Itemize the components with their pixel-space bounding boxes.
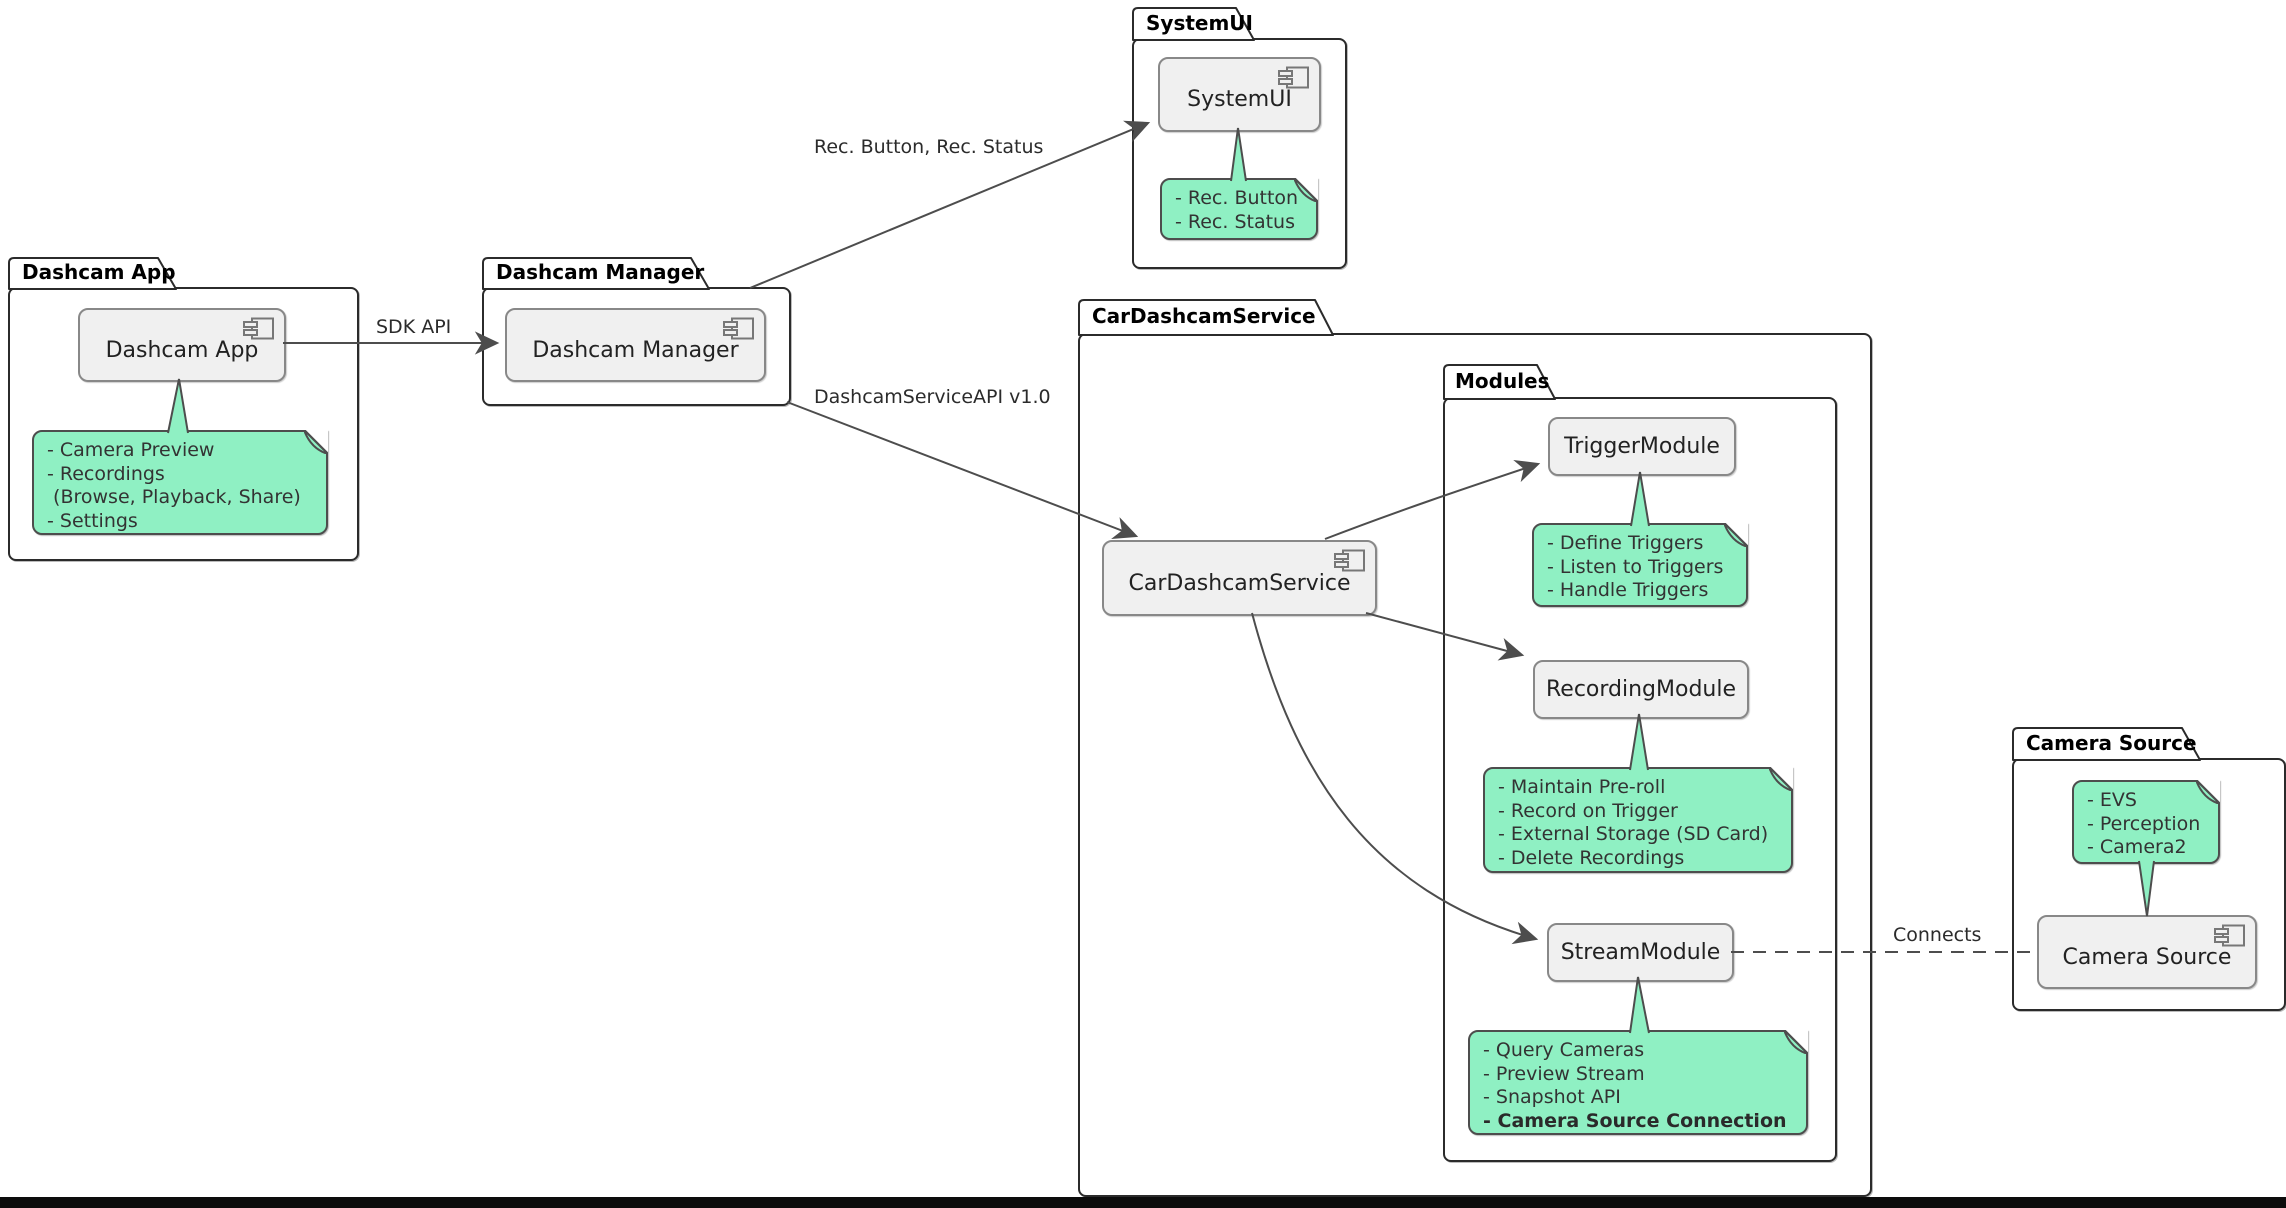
component-icon [1334,549,1365,572]
note-fold-icon [1769,767,1793,791]
note-line: - Camera2 [2087,836,2187,858]
note-line: - Define Triggers [1547,532,1704,554]
note-line: - Query Cameras [1483,1039,1645,1061]
note-line: - Settings [47,509,138,532]
note-fold-icon [304,430,328,454]
component-icon [1278,66,1309,89]
note-fold-icon [1784,1030,1808,1054]
component-icon [243,317,274,340]
package-modules-title: Modules [1455,369,1550,393]
component-triggermodule: TriggerModule [1548,417,1736,476]
component-dashcam-manager-label: Dashcam Manager [532,337,739,363]
note-triggermodule: - Define Triggers - Listen to Triggers -… [1532,523,1748,607]
note-line: - Handle Triggers [1547,579,1709,601]
component-systemui: SystemUI [1158,57,1321,132]
note-systemui: - Rec. Button - Rec. Status [1160,178,1318,240]
edge-label-rec-button-status: Rec. Button, Rec. Status [814,136,1044,158]
note-line-bold: - Camera Source Connection [1483,1109,1787,1132]
note-line: - Rec. Status [1175,210,1296,233]
component-recordingmodule-label: RecordingModule [1545,677,1737,702]
component-cardashcamservice-label: CarDashcamService [1128,570,1351,596]
note-line: - Delete Recordings [1498,846,1685,869]
note-line: - Rec. Button [1175,187,1299,209]
package-systemui-title: SystemUI [1146,11,1253,35]
note-streammodule: - Query Cameras - Preview Stream - Snaps… [1468,1030,1808,1135]
note-line: - EVS [2087,789,2137,811]
note-fold-icon [1724,523,1748,547]
bottom-bar [0,1197,2286,1208]
package-camera-source-title: Camera Source [2026,731,2197,755]
component-streammodule-label: StreamModule [1560,940,1721,965]
note-line: - Maintain Pre-roll [1498,776,1666,798]
edge-label-sdk-api: SDK API [376,316,452,338]
component-dashcam-app-label: Dashcam App [105,337,259,363]
edge-label-dashcamserviceapi: DashcamServiceAPI v1.0 [814,386,1051,408]
component-camera-source-label: Camera Source [2062,944,2232,970]
note-dashcam-app: - Camera Preview - Recordings (Browse, P… [32,430,328,535]
note-line: - Camera Preview [47,439,215,461]
note-recordingmodule: - Maintain Pre-roll - Record on Trigger … [1483,767,1793,873]
edge-label-connects: Connects [1893,924,1982,946]
note-line: - Record on Trigger [1498,799,1678,822]
component-recordingmodule: RecordingModule [1533,660,1749,719]
component-cardashcamservice: CarDashcamService [1102,540,1377,616]
package-dashcam-manager-title: Dashcam Manager [496,260,705,284]
package-dashcam-app-title: Dashcam App [22,260,176,284]
component-systemui-label: SystemUI [1187,87,1292,112]
note-fold-icon [1294,178,1318,202]
note-camera-source: - EVS - Perception - Camera2 [2072,780,2220,864]
package-cardashcamservice-title: CarDashcamService [1092,304,1316,328]
component-dashcam-app: Dashcam App [78,308,286,382]
note-line: - Preview Stream [1483,1062,1645,1085]
component-camera-source: Camera Source [2037,915,2257,989]
note-line: - Snapshot API [1483,1086,1621,1108]
component-icon [2214,924,2245,947]
component-triggermodule-label: TriggerModule [1564,434,1720,459]
component-streammodule: StreamModule [1547,923,1734,982]
note-line: - Listen to Triggers [1547,555,1724,578]
note-line: - External Storage (SD Card) [1498,823,1769,845]
component-icon [723,317,754,340]
note-line: - Perception [2087,812,2201,835]
component-dashcam-manager: Dashcam Manager [505,308,766,382]
note-line: - Recordings [47,462,165,485]
note-line: (Browse, Playback, Share) [47,486,301,508]
note-fold-icon [2196,780,2220,804]
